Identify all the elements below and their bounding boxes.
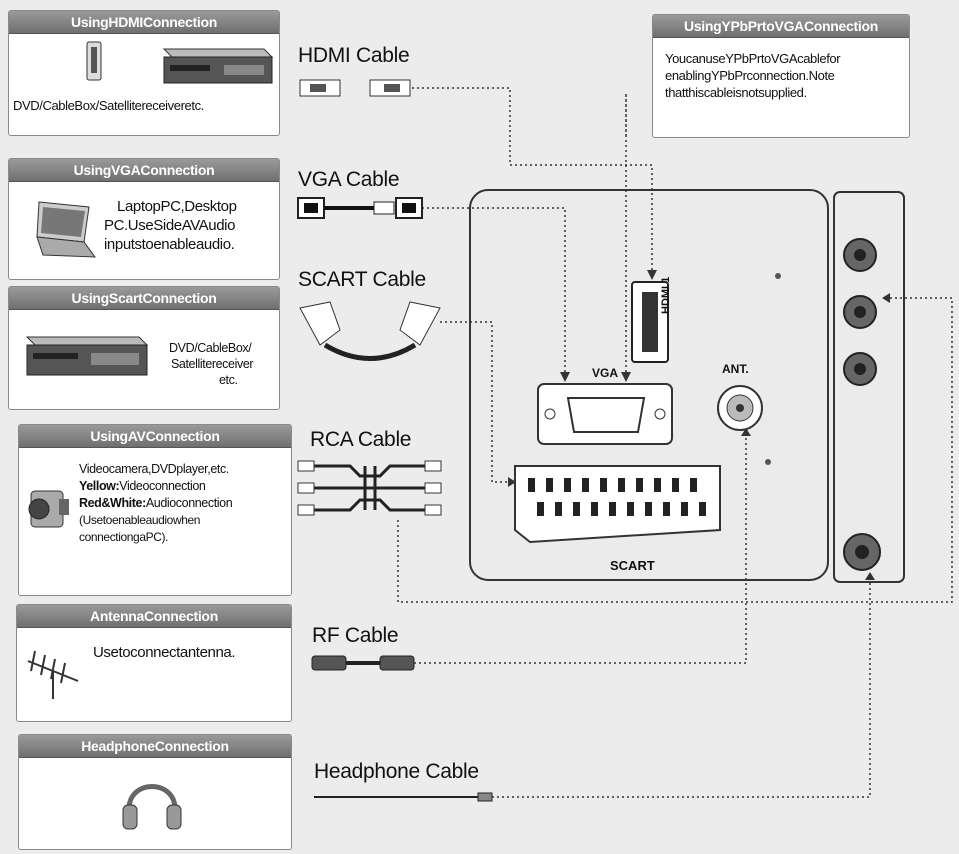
scart-pin — [627, 502, 634, 516]
scart-pin — [699, 502, 706, 516]
scart-port-label: SCART — [610, 558, 655, 573]
hdmi-cable-label: HDMI Cable — [298, 44, 410, 67]
scart-cable-icon — [299, 301, 441, 361]
panel-title: HeadphoneConnection — [19, 735, 291, 758]
scart-port — [514, 465, 721, 544]
panel-text-line-1: LaptopPC,Desktop — [117, 198, 237, 215]
headphone-cable-label: Headphone Cable — [314, 760, 479, 783]
panel-text-line-2: Yellow:Videoconnection — [79, 478, 206, 494]
ypbpr-connection-panel: UsingYPbPrtoVGAConnection YoucanuseYPbPr… — [652, 14, 910, 138]
panel-text-line-1: DVD/CableBox/ — [169, 341, 252, 355]
vga-port — [537, 383, 673, 445]
dvd-player-icon — [25, 336, 149, 376]
panel-text-line-2: enablingYPbPrconnection.Note — [665, 68, 835, 83]
laptop-icon — [36, 201, 97, 258]
rca-cable-icon — [297, 460, 442, 516]
antenna-port — [717, 385, 763, 431]
scart-pin — [564, 478, 571, 492]
scart-pin — [672, 478, 679, 492]
scart-pin — [546, 478, 553, 492]
hdmi-connection-panel: UsingHDMIConnection DVD/CableBox/Satelli… — [8, 10, 280, 136]
headphone-connection-panel: HeadphoneConnection — [18, 734, 292, 850]
panel-text-line-3: inputstoenableaudio. — [104, 236, 235, 253]
vga-port-label: VGA — [592, 366, 619, 380]
scart-pin — [573, 502, 580, 516]
tv-side-panel — [833, 191, 905, 583]
yellow-text: Videoconnection — [119, 479, 206, 493]
panel-title: UsingHDMIConnection — [9, 11, 279, 34]
panel-text-line-4: (Usetoenableaudiowhen — [79, 513, 201, 527]
av-ports — [843, 238, 877, 386]
scart-pin — [645, 502, 652, 516]
rca-wire — [397, 297, 953, 603]
panel-title: UsingScartConnection — [9, 287, 279, 310]
scart-pin — [600, 478, 607, 492]
redwhite-label: Red&White: — [79, 496, 146, 510]
yellow-label: Yellow: — [79, 479, 120, 493]
headphone-port — [843, 533, 881, 571]
scart-pin — [690, 478, 697, 492]
panel-title: UsingVGAConnection — [9, 159, 279, 182]
hdmi-port — [631, 281, 669, 363]
ant-port-label: ANT. — [722, 362, 749, 376]
vga-wire — [422, 207, 566, 378]
redwhite-text: Audioconnection — [145, 496, 233, 510]
dvd-player-icon — [162, 48, 274, 84]
scart-pin — [636, 478, 643, 492]
camcorder-icon — [28, 490, 69, 528]
scart-pin — [591, 502, 598, 516]
scart-pin — [609, 502, 616, 516]
scart-pin — [681, 502, 688, 516]
scart-connection-panel: UsingScartConnection DVD/CableBox/ Satel… — [8, 286, 280, 410]
panel-text: DVD/CableBox/Satellitereceiveretc. — [13, 98, 204, 113]
panel-text-line-1: Videocamera,DVDplayer,etc. — [79, 462, 229, 476]
panel-title: AntennaConnection — [17, 605, 291, 628]
panel-text-line-5: connectiongaPC). — [79, 530, 168, 544]
rf-wire — [414, 430, 747, 664]
panel-text-line-3: thatthiscableisnotsupplied. — [665, 85, 807, 100]
hdmi-port-label: HDMI 1 — [660, 276, 672, 314]
hdmi-wire — [412, 87, 653, 270]
panel-text-line-3: etc. — [219, 373, 238, 387]
panel-text-line-3: Red&White:Audioconnection — [79, 495, 233, 511]
scart-cable-label: SCART Cable — [298, 268, 426, 291]
headphone-cable-icon — [314, 792, 493, 802]
scart-pin — [582, 478, 589, 492]
rf-cable-label: RF Cable — [312, 624, 399, 647]
scart-pin — [555, 502, 562, 516]
hdmi-cable-icon — [299, 79, 411, 97]
scart-pin — [663, 502, 670, 516]
vga-connection-panel: UsingVGAConnection LaptopPC,Desktop PC.U… — [8, 158, 280, 280]
panel-text: Usetoconnectantenna. — [93, 644, 236, 661]
panel-title: UsingYPbPrtoVGAConnection — [653, 15, 909, 38]
rca-cable-label: RCA Cable — [310, 428, 412, 451]
antenna-icon — [27, 650, 79, 699]
scart-pin — [654, 478, 661, 492]
rf-cable-icon — [311, 655, 415, 671]
panel-text-line-2: Satellitereceiver — [171, 357, 254, 371]
scart-wire — [440, 321, 515, 483]
headphone-icon — [122, 784, 182, 830]
av-connection-panel: UsingAVConnection Videocamera,DVDplayer,… — [18, 424, 292, 596]
panel-title: UsingAVConnection — [19, 425, 291, 448]
headphone-wire — [492, 574, 871, 798]
scart-pin — [537, 502, 544, 516]
hdmi-plug-icon — [86, 41, 102, 81]
vga-cable-label: VGA Cable — [298, 168, 400, 191]
panel-text-line-1: YoucanuseYPbPrtoVGAcablefor — [665, 51, 841, 66]
scart-pin — [528, 478, 535, 492]
scart-pin — [618, 478, 625, 492]
vga-cable-icon — [297, 197, 423, 219]
panel-text-line-2: PC.UseSideAVAudio — [104, 217, 236, 234]
antenna-connection-panel: AntennaConnection Usetoconnectantenna. — [16, 604, 292, 722]
